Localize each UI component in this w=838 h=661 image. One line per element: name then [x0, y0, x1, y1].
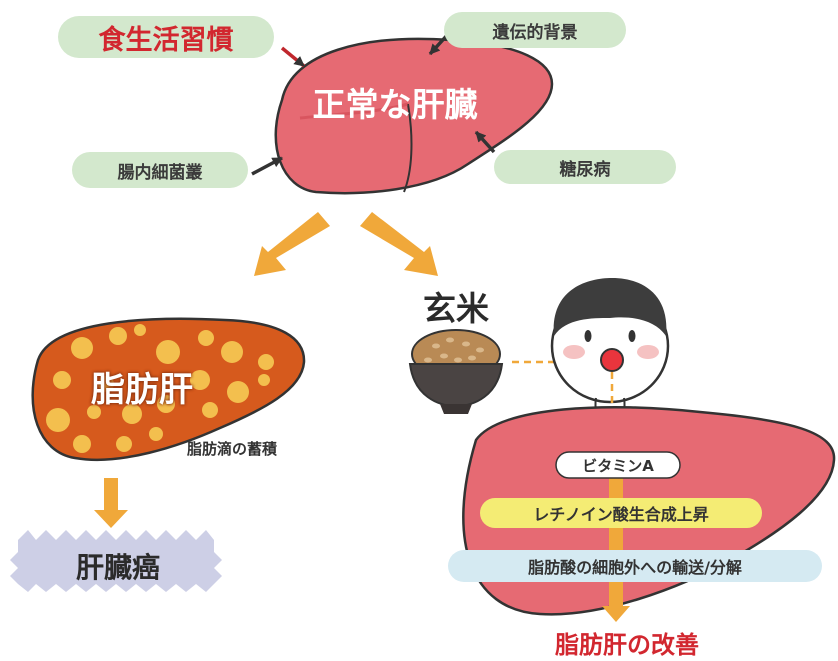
retinoic-pill-bg [480, 498, 762, 528]
cancer-arrow [94, 478, 128, 528]
branch-arrows [254, 212, 438, 276]
normal-liver-illustration [274, 37, 554, 195]
fatty-liver-title: 脂肪肝 [91, 369, 193, 410]
lifestyle-label: 食生活習慣 [98, 24, 234, 56]
genetic-factor: 遺伝的背景 [444, 12, 626, 48]
genetic-label: 遺伝的背景 [492, 22, 578, 43]
right-branch-arrow [360, 212, 438, 276]
liver-cancer-label: 肝臓癌 [75, 551, 160, 584]
diabetes-factor: 糖尿病 [494, 150, 676, 184]
fatty-liver-illustration [31, 317, 306, 462]
retinoic-acid-label: レチノイン酸生合成上昇 [533, 505, 709, 524]
vitamin-a-label: ビタミンA [582, 456, 654, 475]
vitamin-pill-bg [555, 451, 681, 479]
brown-rice-label: 玄米 [423, 289, 489, 328]
normal-liver-title: 正常な肝臓 [312, 85, 478, 124]
improvement-label: 脂肪肝の改善 [555, 630, 699, 659]
left-branch-arrow [254, 212, 330, 276]
transport-pill-bg [448, 550, 822, 582]
lifestyle-factor: 食生活習慣 [58, 16, 274, 58]
gut-label: 腸内細菌叢 [117, 162, 203, 183]
gut-factor: 腸内細菌叢 [72, 152, 248, 188]
fatty-acid-transport-label: 脂肪酸の細胞外への輸送/分解 [528, 558, 742, 577]
fat-accumulation-label: 脂肪滴の蓄積 [186, 439, 277, 458]
brown-rice-bowl [408, 329, 504, 414]
cancer-spiky-shape [10, 530, 222, 592]
diabetes-label: 糖尿病 [559, 159, 611, 180]
person-face [550, 278, 670, 421]
